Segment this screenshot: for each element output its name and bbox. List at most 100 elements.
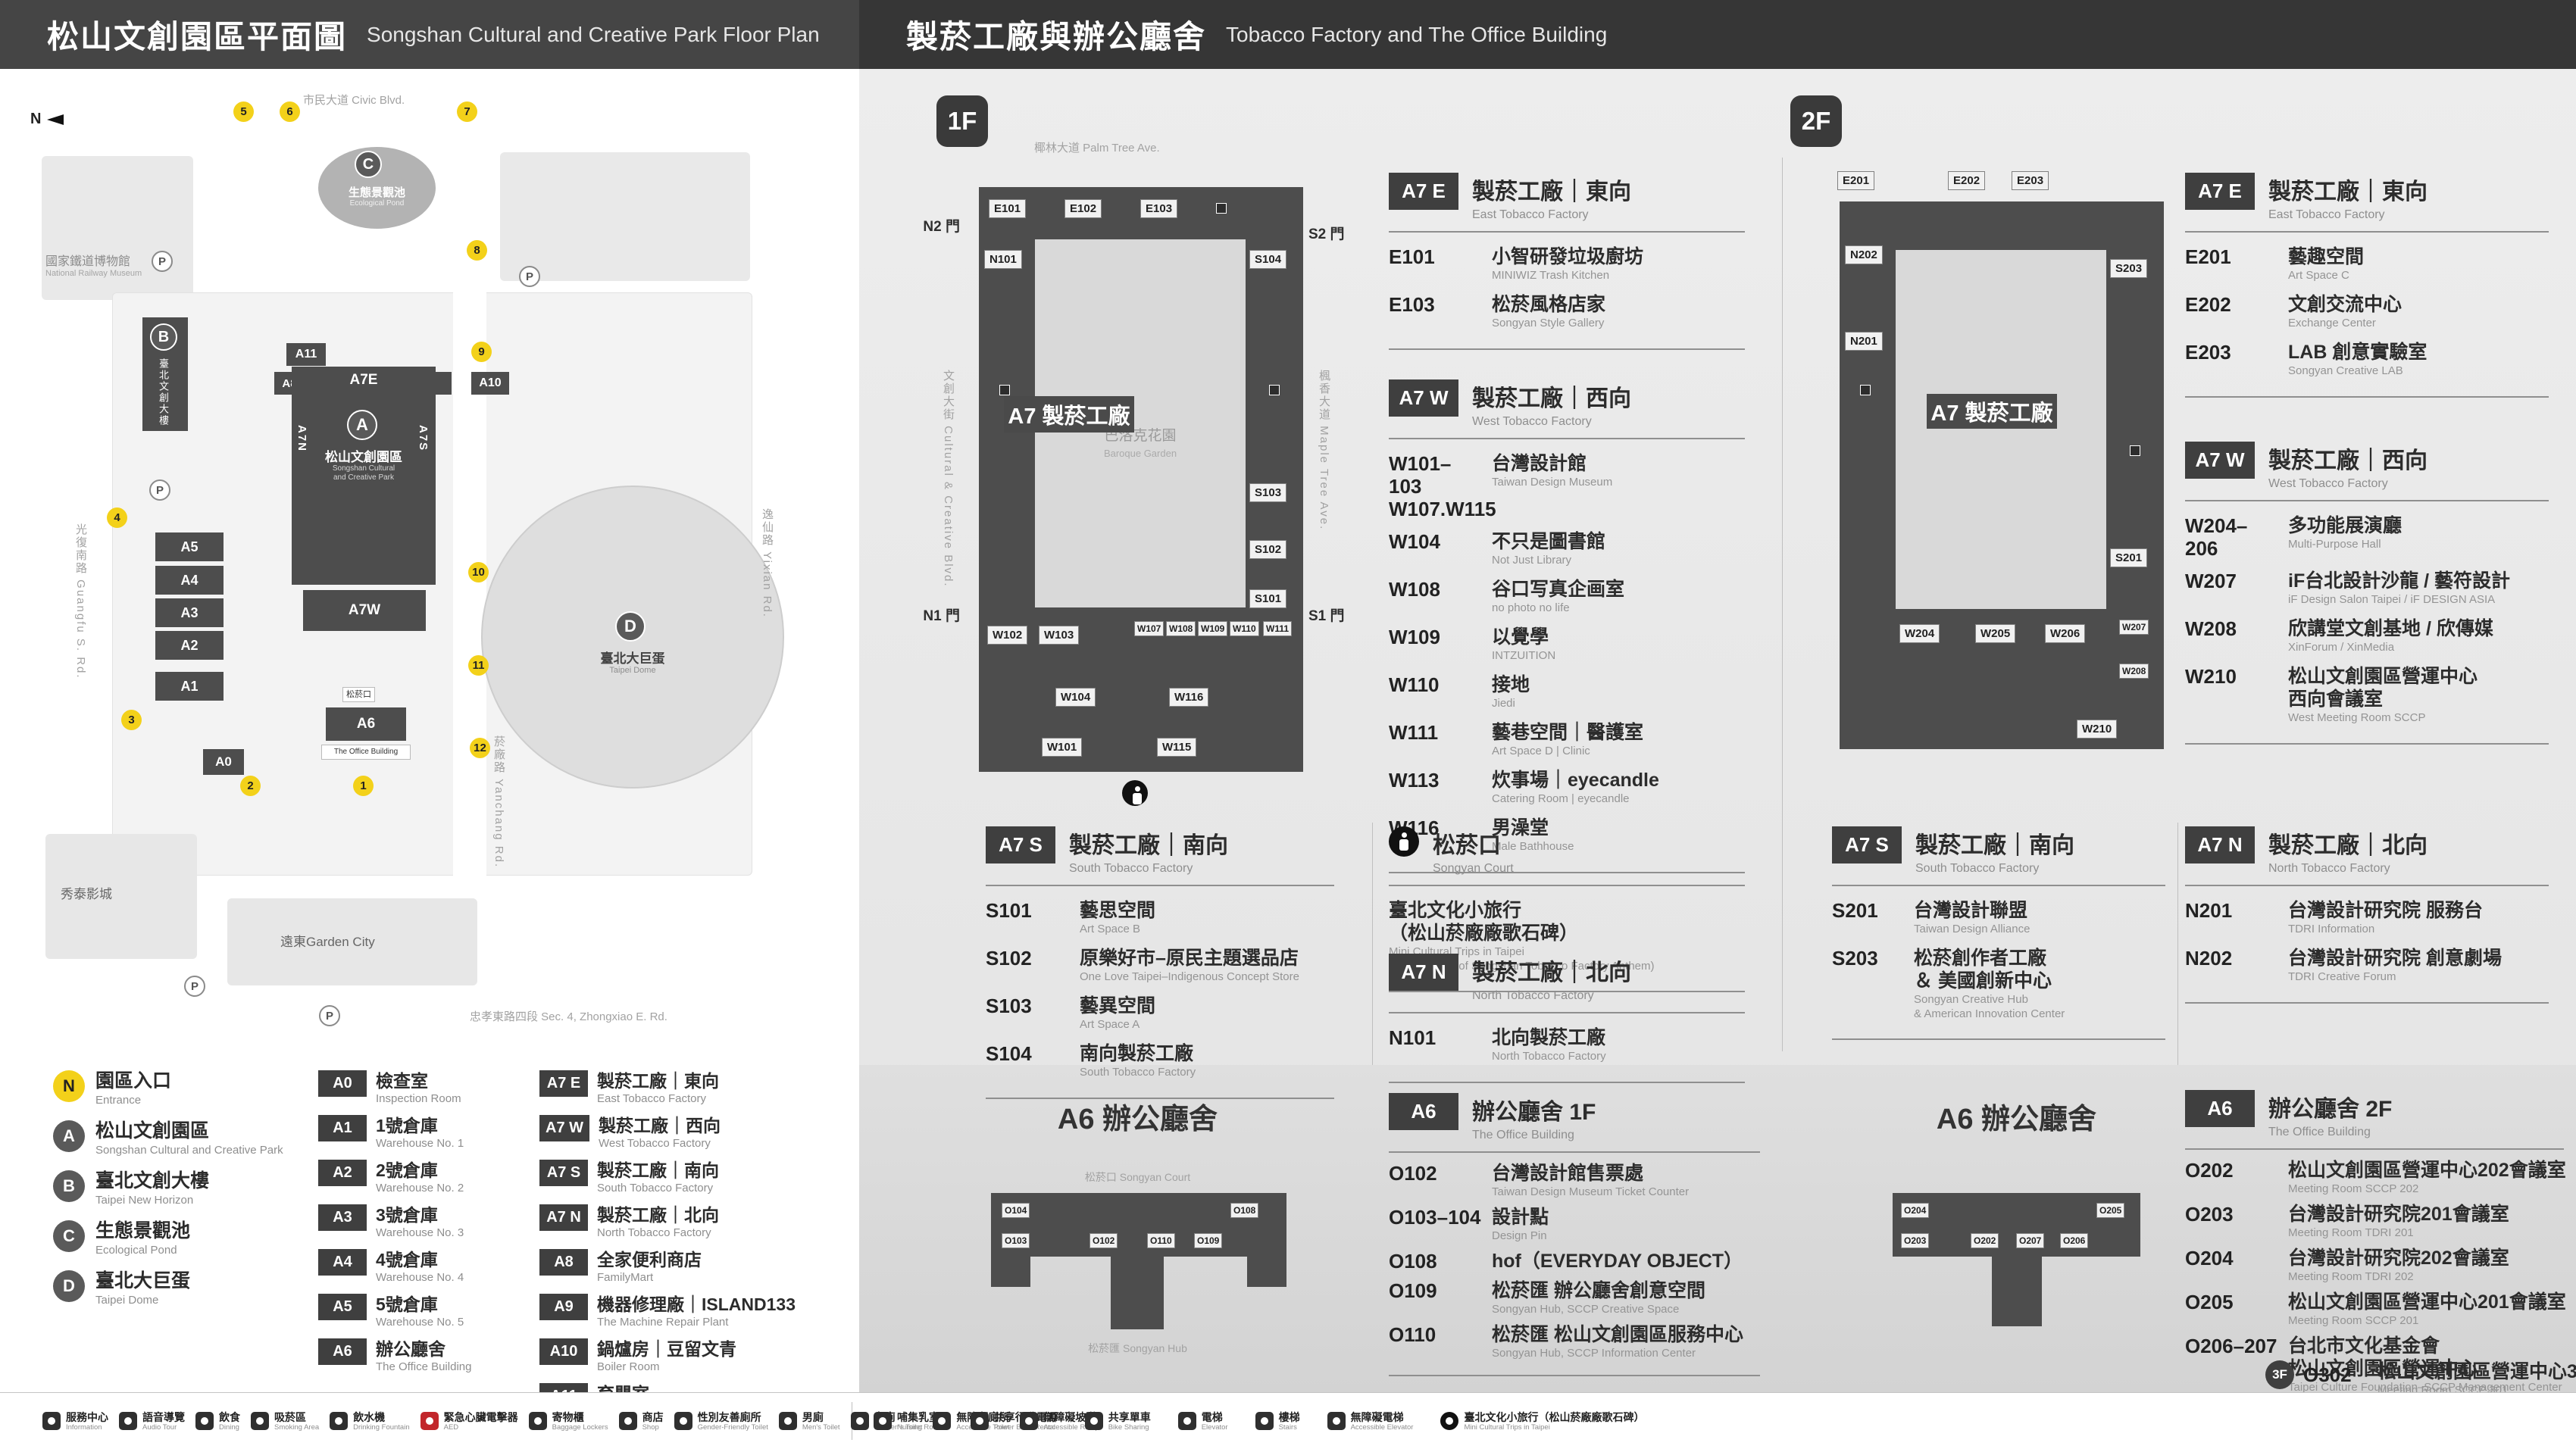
new-horizon-label: 臺北文創大樓 [158, 358, 169, 426]
building-a7-complex [292, 367, 436, 585]
entrance-badge-icon: N [53, 1070, 85, 1102]
legend-building-row: A7 E 製菸工廠｜東向 East Tobacco Factory [539, 1070, 854, 1106]
legend-zh: 1號倉庫 [376, 1116, 438, 1135]
section-1f-south: A7 S 製菸工廠｜南向 South Tobacco Factory S101 … [986, 826, 1334, 1099]
section-badge: A6 [2185, 1090, 2255, 1127]
legend-building-row: A5 5號倉庫 Warehouse No. 5 [318, 1294, 527, 1329]
amenity-icon [778, 1412, 797, 1430]
section-badge: A7 S [1832, 826, 1902, 863]
room-row: E103 松菸風格店家 Songyan Style Gallery [1389, 293, 1745, 331]
building-a10: A10 [471, 372, 509, 395]
building-a5: A5 [155, 532, 224, 561]
room-row: E203 LAB 創意實驗室 Songyan Creative LAB [2185, 341, 2549, 379]
room-row: O202 松山文創園區營運中心202會議室 Meeting Room SCCP … [2185, 1159, 2566, 1197]
amenity-label: 臺北文化小旅行（松山菸廠廠歌石碑） [1464, 1410, 1645, 1423]
room-row: S103 藝異空間 Art Space A [986, 995, 1334, 1032]
section-subtitle: South Tobacco Factory [1915, 862, 2040, 875]
badge-B: B [150, 323, 177, 351]
room-chip-o205: O205 [2096, 1203, 2125, 1218]
amenity-item: 寄物櫃 Baggage Lockers [528, 1410, 608, 1432]
room-name: 松山文創園區營運中心202會議室 Meeting Room SCCP 202 [2288, 1160, 2566, 1195]
room-code: S102 [986, 947, 1032, 970]
amenity-sublabel: Elevator [1201, 1422, 1228, 1432]
amenity-item: 臺北文化小旅行（松山菸廠廠歌石碑） Mini Cultural Trips in… [1440, 1411, 1644, 1432]
section-badge: A6 [1389, 1093, 1458, 1130]
amenity-label: 寄物櫃 [552, 1410, 584, 1423]
section-title: 製菸工廠｜西向 [1472, 386, 1631, 411]
room-chip-w108: W108 [1166, 621, 1196, 636]
legend-building-row: A9 機器修理廠｜ISLAND133 The Machine Repair Pl… [539, 1294, 854, 1329]
amenity-label: 無障礙坡道 [1043, 1410, 1097, 1423]
room-list: W204–206 多功能展演廳 Multi-Purpose Hall W207 … [2185, 501, 2549, 745]
amenity-item: 無障礙坡道 Accessible Ramp [1020, 1411, 1099, 1432]
songyan-hub-label: 松菸匯 Songyan Hub [1088, 1342, 1187, 1354]
legend-en: Taipei Dome [95, 1294, 159, 1307]
gate-s1: S1 門 [1308, 608, 1345, 624]
amenity-sublabel: Accessible Elevator [1350, 1422, 1414, 1432]
amenity-icon [195, 1412, 214, 1430]
room-name: 藝異空間 Art Space A [1080, 995, 1156, 1031]
plan-2f: E201 E202 E203 A7 製菸工廠 N202 N201 S203 S2… [1827, 158, 2168, 779]
room-code: S101 [986, 899, 1032, 922]
room-chip-o203: O203 [1901, 1233, 1930, 1248]
section-subtitle: South Tobacco Factory [1069, 862, 1193, 875]
legend-en: Warehouse No. 1 [376, 1137, 464, 1150]
section-subtitle: West Tobacco Factory [1472, 415, 1592, 428]
entrance-6: 6 [280, 101, 300, 122]
entrance-11: 11 [468, 655, 489, 676]
room-chip-w205: W205 [1975, 624, 2016, 643]
room-row: O109 松菸匯 辦公廳舍創意空間 Songyan Hub, SCCP Crea… [1389, 1279, 1760, 1317]
section-badge: A7 E [2185, 173, 2255, 210]
floor-badge-3f: 3F [2265, 1360, 2294, 1389]
floor-badge-2f: 2F [1790, 95, 1842, 147]
room-list: O202 松山文創園區營運中心202會議室 Meeting Room SCCP … [2185, 1150, 2566, 1409]
a6-wing-right [1247, 1257, 1286, 1287]
section-subtitle: North Tobacco Factory [1472, 989, 1594, 1002]
room-code: W204–206 [2185, 514, 2248, 560]
building-code-badge: A7 S [539, 1160, 588, 1186]
legend-en: Warehouse No. 4 [376, 1271, 464, 1284]
legend-zh: 5號倉庫 [376, 1294, 438, 1314]
room-name: 谷口写真企画室 no photo no life [1492, 579, 1625, 614]
room-code: O102 [1389, 1162, 1437, 1185]
room-list: N201 台灣設計研究院 服務台 TDRI Information N202 台… [2185, 886, 2549, 1004]
room-chip-w207: W207 [2119, 620, 2149, 635]
amenity-icon [528, 1412, 547, 1430]
cinema-block [45, 834, 197, 959]
room-chip-o104: O104 [1002, 1203, 1030, 1218]
building-code-badge: A2 [318, 1160, 367, 1186]
room-chip-e103: E103 [1140, 199, 1178, 218]
amenity-sublabel: Smoking Area [274, 1422, 320, 1432]
room-code: O202 [2185, 1159, 2234, 1182]
amenity-label: 飲食 [219, 1410, 240, 1423]
entrance-3: 3 [121, 710, 142, 730]
section-header: A7 E 製菸工廠｜東向 East Tobacco Factory [1389, 173, 1745, 233]
room-chip-e201: E201 [1837, 171, 1875, 190]
room-chip-o109: O109 [1194, 1233, 1223, 1248]
amenity-icon [618, 1412, 637, 1430]
room-code: S103 [986, 995, 1032, 1017]
railway-museum-block [42, 156, 193, 300]
room-name: 多功能展演廳 Multi-Purpose Hall [2288, 515, 2402, 551]
section-header: A7 W 製菸工廠｜西向 West Tobacco Factory [2185, 442, 2549, 501]
room-name: 松菸創作者工廠＆ 美國創新中心 Songyan Creative Hub& Am… [1914, 948, 2065, 1020]
legend-row-entrance: N 園區入口 Entrance [53, 1070, 295, 1107]
room-code: S201 [1832, 899, 1878, 922]
entrance-9: 9 [471, 342, 492, 362]
section-header: 松菸口 Songyan Court [1389, 826, 1745, 886]
section-subtitle: West Tobacco Factory [2268, 477, 2388, 490]
amenity-sublabel: Stairs [1278, 1422, 1297, 1432]
amenity-icon [674, 1412, 692, 1430]
amenity-label: 無障礙電梯 [1350, 1410, 1404, 1423]
restroom-icon [999, 385, 1010, 395]
section-subtitle: The Office Building [1472, 1129, 1574, 1141]
room-row: S201 台灣設計聯盟 Taiwan Design Alliance [1832, 899, 2165, 937]
parking-icon: P [184, 976, 205, 997]
building-code-badge: A4 [318, 1249, 367, 1276]
amenity-item: 飲食 Dining [195, 1411, 240, 1432]
room-row: E101 小智研發垃圾廚坊 MINIWIZ Trash Kitchen [1389, 245, 1745, 283]
room-list: E101 小智研發垃圾廚坊 MINIWIZ Trash Kitchen E103… [1389, 233, 1745, 350]
room-code: S104 [986, 1042, 1032, 1065]
legend-zh: 臺北文創大樓 [95, 1170, 210, 1191]
